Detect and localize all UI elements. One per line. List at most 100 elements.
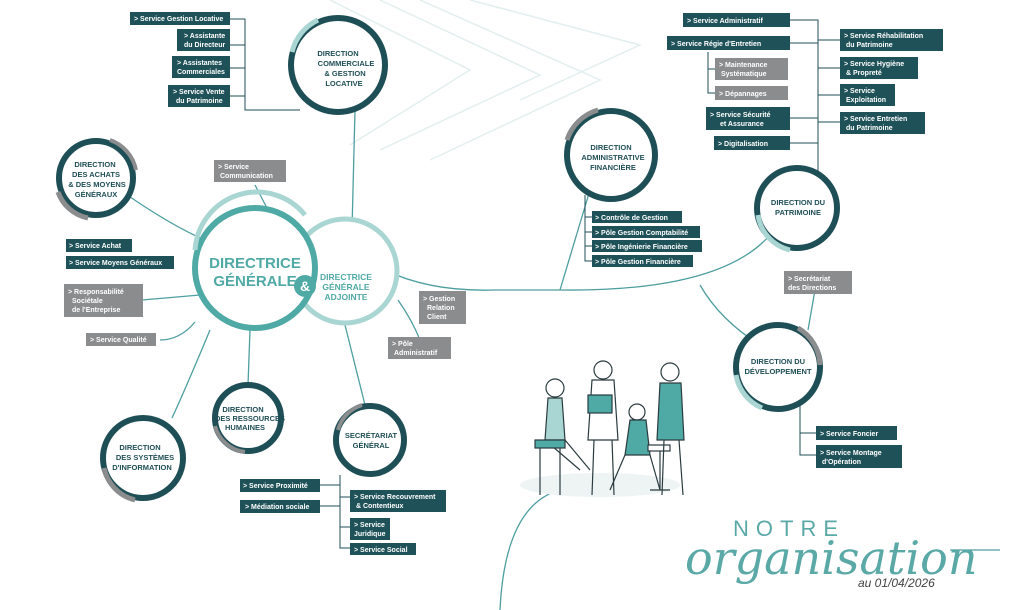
svg-text:Juridique: Juridique — [354, 531, 386, 538]
svg-text:DIRECTION: DIRECTION — [119, 443, 160, 452]
svg-text:> Médiation sociale: > Médiation sociale — [245, 504, 309, 511]
svg-text:> Secrétariat: > Secrétariat — [788, 276, 831, 283]
dga-title-line1: DIRECTRICE — [320, 272, 372, 282]
label-foncier: > Service Foncier — [816, 426, 897, 440]
svg-text:LOCATIVE: LOCATIVE — [325, 79, 362, 88]
label-moyens-generaux: > Service Moyens Généraux — [66, 256, 174, 269]
svg-text:> Assistante: > Assistante — [184, 33, 225, 40]
svg-text:> Dépannages: > Dépannages — [719, 91, 767, 98]
svg-text:DIRECTION: DIRECTION — [222, 405, 263, 414]
svg-text:> Service Vente: > Service Vente — [173, 89, 225, 96]
label-qualite: > Service Qualité — [86, 333, 156, 346]
dg-arc — [192, 189, 307, 251]
label-service-achat: > Service Achat — [66, 239, 132, 252]
direction-administrative: DIRECTION ADMINISTRATIVE FINANCIÈRE — [564, 107, 658, 202]
label-pole-comptabilite: > Pôle Gestion Comptabilité — [592, 226, 700, 238]
svg-text:DÉVELOPPEMENT: DÉVELOPPEMENT — [744, 367, 812, 376]
svg-text:du Patrimoine: du Patrimoine — [846, 125, 893, 132]
label-pole-ingenierie: > Pôle Ingénierie Financière — [592, 240, 702, 252]
svg-text:> Service Administratif: > Service Administratif — [687, 18, 763, 25]
svg-text:Relation: Relation — [427, 305, 455, 312]
svg-text:PATRIMOINE: PATRIMOINE — [775, 208, 821, 217]
svg-text:> Service Entretien: > Service Entretien — [844, 116, 907, 123]
svg-text:du Directeur: du Directeur — [184, 42, 226, 49]
direction-developpement: DIRECTION DU DÉVELOPPEMENT — [733, 322, 823, 412]
svg-text:> Pôle Gestion Comptabilité: > Pôle Gestion Comptabilité — [595, 230, 688, 237]
svg-text:du Patrimoine: du Patrimoine — [176, 98, 223, 105]
svg-text:> Service Foncier: > Service Foncier — [820, 431, 878, 438]
svg-text:Communication: Communication — [220, 173, 273, 180]
secretariat-general: SECRÉTARIAT GÉNÉRAL — [333, 403, 407, 477]
svg-text:> Service: > Service — [844, 88, 875, 95]
svg-text:& DES MOYENS: & DES MOYENS — [68, 180, 126, 189]
svg-text:GÉNÉRAUX: GÉNÉRAUX — [75, 190, 118, 199]
svg-text:> Service Proximité: > Service Proximité — [243, 483, 308, 490]
svg-text:> Service Régie d'Entretien: > Service Régie d'Entretien — [671, 41, 761, 48]
svg-text:> Pôle Ingénierie Financière: > Pôle Ingénierie Financière — [595, 244, 688, 251]
dg-title-line1: DIRECTRICE — [209, 255, 301, 272]
svg-text:COMMERCIALE: COMMERCIALE — [318, 59, 375, 68]
svg-text:DIRECTION DU: DIRECTION DU — [771, 198, 825, 207]
svg-text:& Propreté: & Propreté — [846, 70, 882, 77]
label-regie-entretien: > Service Régie d'Entretien — [667, 36, 790, 50]
svg-text:> Service Montage: > Service Montage — [820, 450, 882, 457]
svg-text:> Service Qualité: > Service Qualité — [90, 337, 147, 344]
direction-commerciale: DIRECTION COMMERCIALE & GESTION LOCATIVE — [288, 15, 388, 115]
svg-text:& Contentieux: & Contentieux — [356, 503, 404, 510]
label-vente-patrimoine: > Service Vente du Patrimoine — [168, 85, 230, 107]
label-secretariat-directions: > Secrétariat des Directions — [784, 271, 852, 294]
svg-text:Client: Client — [427, 314, 447, 321]
svg-text:> Responsabilité: > Responsabilité — [68, 289, 124, 296]
svg-text:> Contrôle de Gestion: > Contrôle de Gestion — [595, 215, 668, 222]
label-depannages: > Dépannages — [715, 86, 788, 100]
svg-text:> Service Recouvrement: > Service Recouvrement — [354, 494, 436, 501]
direction-generale-group: DIRECTRICE GÉNÉRALE & DIRECTRICE GÉNÉRAL… — [192, 189, 400, 331]
svg-text:> Assistantes: > Assistantes — [177, 60, 222, 67]
svg-text:> Service Social: > Service Social — [354, 547, 408, 554]
ampersand-badge — [294, 275, 316, 297]
svg-text:> Service Moyens Généraux: > Service Moyens Généraux — [69, 260, 162, 267]
svg-text:> Digitalisation: > Digitalisation — [718, 141, 768, 148]
svg-text:ADMINISTRATIVE: ADMINISTRATIVE — [581, 153, 644, 162]
svg-text:Sociétale: Sociétale — [72, 298, 103, 305]
label-pole-financiere: > Pôle Gestion Financière — [592, 255, 693, 267]
background-chevrons — [329, 0, 643, 161]
svg-text:> Gestion: > Gestion — [423, 296, 455, 303]
team-illustration — [520, 360, 685, 497]
svg-text:DIRECTION: DIRECTION — [590, 143, 631, 152]
svg-text:de l'Entreprise: de l'Entreprise — [72, 307, 120, 314]
direction-si: DIRECTION DES SYSTÈMES D'INFORMATION — [100, 415, 186, 503]
svg-text:> Service: > Service — [218, 164, 249, 171]
direction-rh: DIRECTION DES RESSOURCES HUMAINES — [212, 382, 285, 454]
dga-title-line3: ADJOINTE — [325, 292, 368, 302]
svg-text:> Pôle: > Pôle — [392, 341, 413, 348]
svg-text:Systématique: Systématique — [721, 71, 767, 78]
label-proximite: > Service Proximité — [240, 479, 320, 492]
svg-text:DIRECTION DU: DIRECTION DU — [751, 357, 805, 366]
title-organisation: organisation — [685, 531, 977, 585]
svg-text:et Assurance: et Assurance — [720, 121, 764, 128]
svg-text:Commerciales: Commerciales — [177, 69, 225, 76]
svg-text:FINANCIÈRE: FINANCIÈRE — [590, 163, 636, 172]
title-block: NOTRE organisation au 01/04/2026 — [685, 516, 977, 590]
svg-text:> Service: > Service — [354, 522, 385, 529]
svg-text:Administratif: Administratif — [394, 350, 438, 357]
svg-text:GÉNÉRAL: GÉNÉRAL — [353, 441, 390, 450]
svg-text:> Service Gestion Locative: > Service Gestion Locative — [134, 16, 223, 23]
svg-text:> Service Sécurité: > Service Sécurité — [710, 112, 771, 119]
label-securite: > Service Sécurité et Assurance — [706, 107, 790, 130]
svg-text:& GESTION: & GESTION — [324, 69, 365, 78]
dga-title-line2: GÉNÉRALE — [322, 282, 370, 292]
svg-text:des Directions: des Directions — [788, 285, 836, 292]
label-mediation: > Médiation sociale — [240, 500, 320, 513]
svg-text:> Service Réhabilitation: > Service Réhabilitation — [844, 33, 923, 40]
